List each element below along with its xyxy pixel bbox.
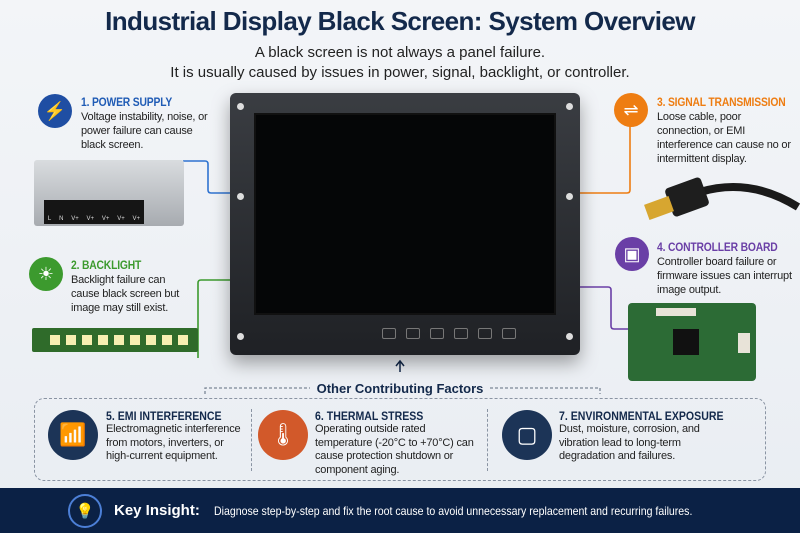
key-insight-text: Diagnose step-by-step and fix the root c…: [214, 504, 693, 518]
thermometer-icon: 🌡: [258, 410, 308, 460]
vibration-icon: ▢: [502, 410, 552, 460]
environmental-text: Dust, moisture, corrosion, and vibration…: [559, 423, 700, 462]
terminal-label: V+: [101, 216, 110, 222]
power-supply-image: L N V+ V+ V+ V+ V+: [34, 160, 184, 226]
black-screen: [254, 113, 556, 315]
monitor-button[interactable]: [478, 328, 492, 339]
antenna-icon: 📶: [48, 410, 98, 460]
backlight-text: Backlight failure can cause black screen…: [71, 274, 180, 314]
monitor-button[interactable]: [382, 328, 396, 339]
power-button[interactable]: [502, 328, 516, 339]
industrial-monitor: [230, 93, 580, 355]
terminal-label: V+: [71, 216, 79, 222]
lightning-icon: ⚡: [38, 94, 72, 128]
hdmi-cable-image: [644, 177, 800, 220]
factors-title: Other Contributing Factors: [316, 381, 484, 396]
subtitle-line-2: It is usually caused by issues in power,…: [170, 64, 630, 81]
terminal-label: V+: [117, 216, 125, 222]
lightbulb-icon: 💡: [68, 494, 102, 528]
controller-board-image: [628, 303, 756, 381]
chip-icon: ▣: [615, 237, 649, 271]
environmental-title: 7. ENVIRONMENTAL EXPOSURE: [559, 409, 724, 423]
monitor-button[interactable]: [406, 328, 420, 339]
subtitle-line-1: A black screen is not always a panel fai…: [254, 44, 546, 61]
factors-bracket: [204, 387, 601, 394]
cable-icon: ⇌: [614, 93, 648, 127]
backlight-title: 2. BACKLIGHT: [71, 258, 142, 272]
led-strip-image: [32, 328, 198, 352]
terminal-label: N: [59, 216, 64, 222]
monitor-button[interactable]: [430, 328, 444, 339]
factors-panel: [34, 398, 766, 481]
emi-text: Electromagnetic interference from motors…: [106, 423, 241, 462]
terminal-label: V+: [86, 216, 95, 222]
power-supply-text: Voltage instability, noise, or power fai…: [81, 111, 208, 151]
terminal-label: V+: [132, 216, 141, 222]
emi-title: 5. EMI INTERFERENCE: [106, 409, 222, 423]
terminal-label: L: [47, 216, 52, 222]
monitor-button[interactable]: [454, 328, 468, 339]
power-supply-title: 1. POWER SUPPLY: [81, 95, 173, 109]
page-title: Industrial Display Black Screen: System …: [105, 6, 695, 36]
controller-text: Controller board failure or firmware iss…: [657, 256, 792, 296]
terminal-block: L N V+ V+ V+ V+ V+: [44, 200, 144, 224]
key-insight-label: Key Insight:: [114, 502, 200, 519]
signal-text: Loose cable, poor connection, or EMI int…: [657, 111, 791, 165]
sun-icon: ☀: [29, 257, 63, 291]
controller-title: 4. CONTROLLER BOARD: [657, 240, 778, 254]
thermal-text: Operating outside rated temperature (-20…: [315, 423, 474, 476]
thermal-title: 6. THERMAL STRESS: [315, 409, 424, 423]
signal-title: 3. SIGNAL TRANSMISSION: [657, 95, 786, 109]
key-insight-bar: 💡 Key Insight: Diagnose step-by-step and…: [0, 488, 800, 533]
